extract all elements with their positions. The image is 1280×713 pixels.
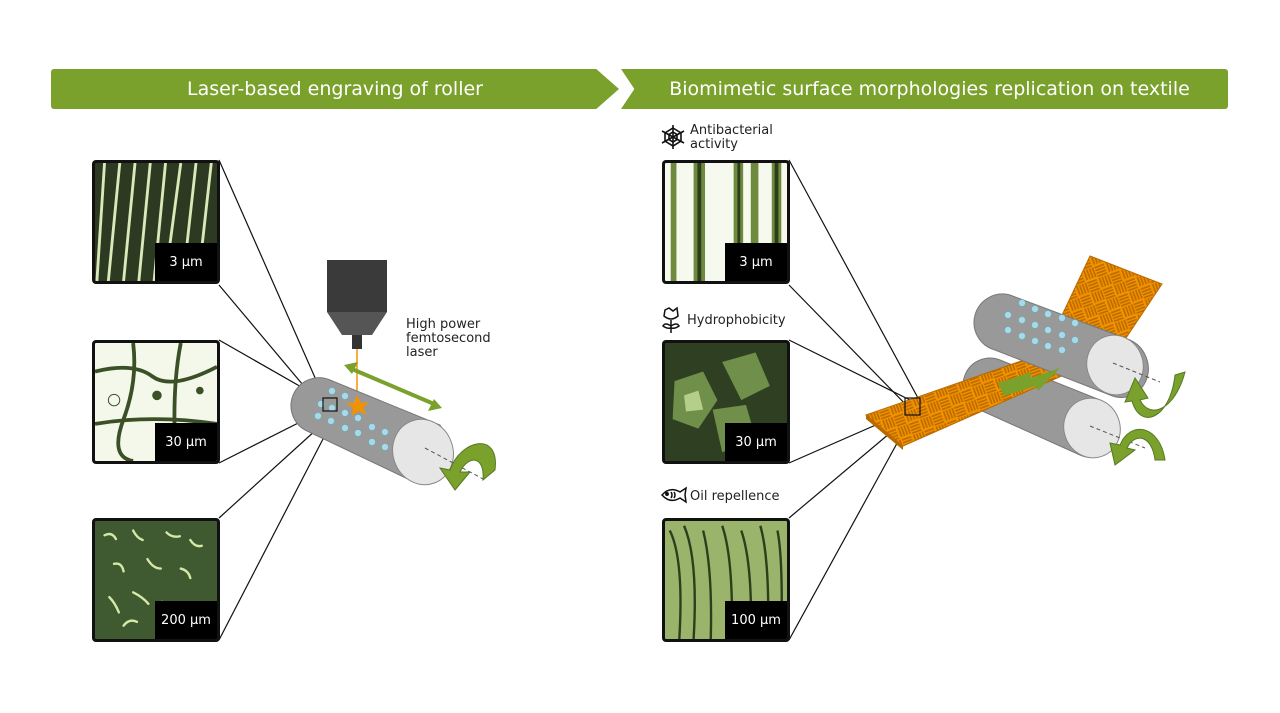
scale-bar: 3 µm <box>155 243 217 281</box>
micrograph-100um-textile: 100 µm <box>662 518 790 642</box>
engraving-roller <box>290 377 486 486</box>
property-label-antibacterial: Antibacterial activity <box>690 123 773 152</box>
feed-direction-arrow <box>998 368 1060 396</box>
lower-roller <box>962 357 1146 459</box>
micrograph-3um-roller: 3 µm <box>92 160 220 284</box>
left-connector-lines <box>218 159 339 641</box>
micrograph-30um-roller: 30 µm <box>92 340 220 464</box>
scale-bar: 100 µm <box>725 601 787 639</box>
micrograph-3um-textile: 3 µm <box>662 160 790 284</box>
laser-scan-double-arrow <box>344 362 442 411</box>
property-label-oil-repellence: Oil repellence <box>690 489 780 504</box>
banner-right-title: Biomimetic surface morphologies replicat… <box>669 78 1190 100</box>
fish-icon <box>660 486 687 504</box>
right-connector-lines <box>788 159 919 641</box>
scale-bar: 30 µm <box>155 423 217 461</box>
textile-zoom-box <box>904 397 921 416</box>
textile-upper <box>1054 255 1163 351</box>
laser-spark <box>346 395 369 416</box>
scale-bar: 3 µm <box>725 243 787 281</box>
rotation-arrow <box>438 443 496 491</box>
lower-rotation-arrow <box>1109 428 1166 466</box>
banner-left-title: Laser-based engraving of roller <box>186 78 483 100</box>
rose-icon <box>662 306 680 333</box>
scale-bar: 30 µm <box>725 423 787 461</box>
banner-laser-engraving: Laser-based engraving of roller <box>51 69 619 109</box>
roller-dots <box>314 387 389 451</box>
micrograph-30um-textile: 30 µm <box>662 340 790 464</box>
laser-head <box>327 260 387 400</box>
upper-rotation-arrow <box>1124 371 1186 418</box>
property-label-hydrophobicity: Hydrophobicity <box>687 313 786 328</box>
upper-roller <box>973 293 1161 398</box>
spider-web-icon <box>661 125 685 149</box>
zoom-region-box <box>322 397 338 412</box>
scale-bar: 200 µm <box>155 601 217 639</box>
micrograph-200um-roller: 200 µm <box>92 518 220 642</box>
textile-strip <box>865 336 1099 447</box>
laser-label: High power femtosecond laser <box>406 317 491 360</box>
banner-biomimetic-replication: Biomimetic surface morphologies replicat… <box>621 69 1228 109</box>
